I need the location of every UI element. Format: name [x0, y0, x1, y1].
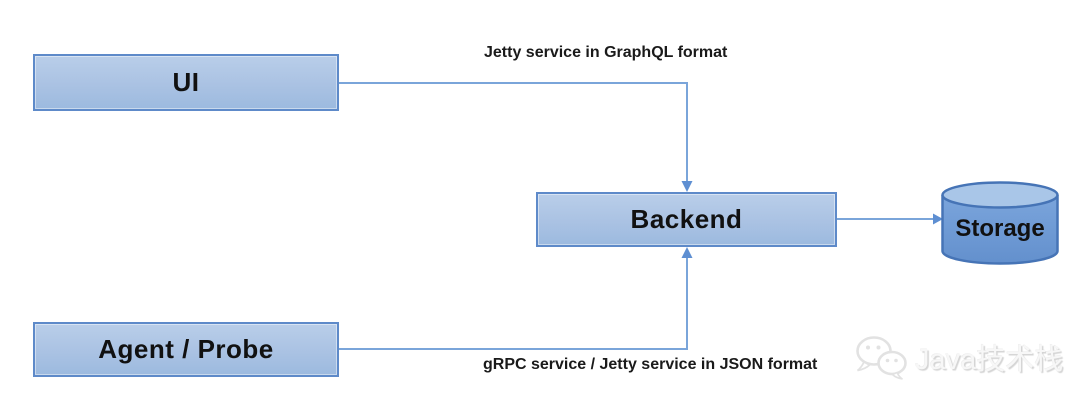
edge-label-agent-backend: gRPC service / Jetty service in JSON for… [483, 356, 818, 373]
node-ui: UI [33, 54, 339, 111]
edge-agent-to-backend [339, 258, 688, 350]
node-agent-probe-label: Agent / Probe [98, 334, 274, 364]
node-agent-probe: Agent / Probe [33, 322, 339, 377]
watermark: Java技术栈 [854, 334, 1063, 380]
watermark-text: Java技术栈 [915, 344, 1064, 376]
node-backend: Backend [536, 192, 837, 247]
node-ui-label: UI [172, 67, 200, 97]
wechat-icon [856, 336, 907, 380]
cylinder-body [941, 195, 1059, 265]
node-storage-label: Storage [955, 215, 1044, 242]
arrowhead-up-icon [681, 247, 693, 258]
cylinder-top [941, 181, 1059, 209]
edge-label-ui-backend: Jetty service in GraphQL format [484, 44, 728, 61]
node-backend-label: Backend [630, 204, 743, 234]
node-storage: Storage [941, 181, 1059, 265]
edge-ui-to-backend [339, 82, 688, 182]
arrowhead-down-icon [681, 181, 693, 192]
